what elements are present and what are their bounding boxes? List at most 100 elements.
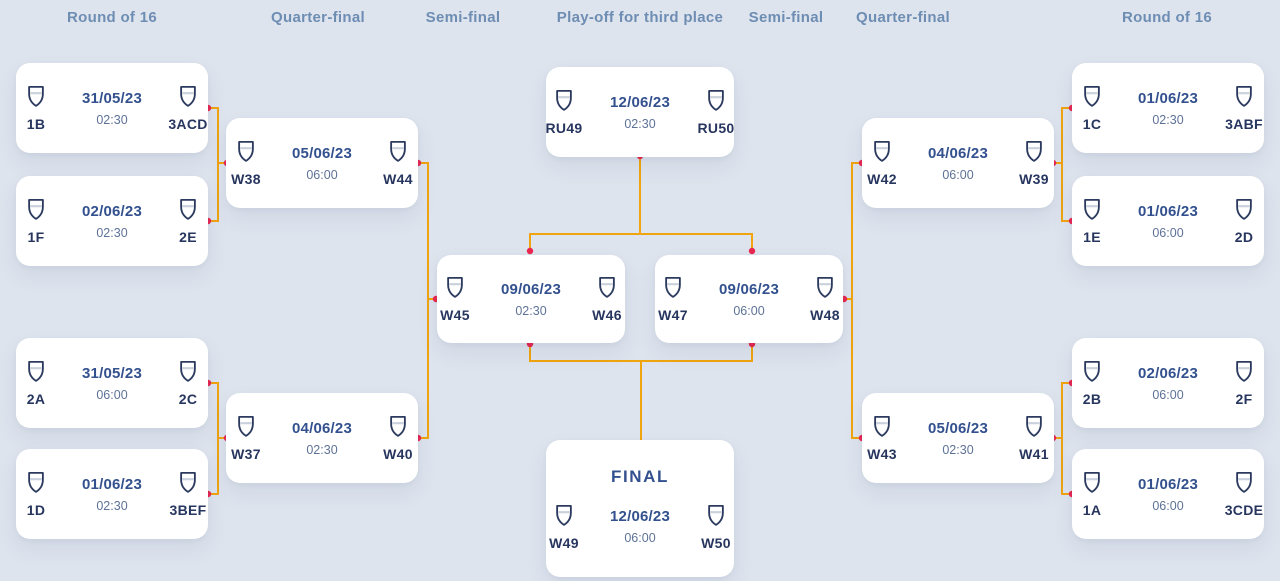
- home-team-label: 2B: [1082, 391, 1102, 407]
- match-time: 06:00: [1152, 225, 1184, 240]
- home-team-shield-icon: [25, 470, 47, 495]
- away-team-label: W40: [383, 446, 413, 462]
- match-time: 06:00: [942, 167, 974, 182]
- home-team-label: 1A: [1082, 502, 1102, 518]
- match-date: 01/06/23: [82, 475, 142, 493]
- away-team-shield-icon: [705, 88, 727, 113]
- match-card-r16-left-3[interactable]: 2A 31/05/23 06:00 2C: [16, 338, 208, 428]
- match-date: 31/05/23: [82, 89, 142, 107]
- stage-header-semi-final-left: Semi-final: [425, 9, 501, 26]
- home-team-shield-icon: [235, 139, 257, 164]
- home-team-shield-icon: [25, 84, 47, 109]
- match-date: 01/06/23: [1138, 89, 1198, 107]
- stage-header-semi-final-right: Semi-final: [748, 9, 824, 26]
- away-team-shield-icon: [177, 359, 199, 384]
- away-team-shield-icon: [814, 275, 836, 300]
- match-date: 05/06/23: [928, 419, 988, 437]
- match-card-r16-right-4[interactable]: 1A 01/06/23 06:00 3CDE: [1072, 449, 1264, 539]
- match-time: 02:30: [96, 225, 128, 240]
- home-team-shield-icon: [235, 414, 257, 439]
- home-team-label: 2A: [26, 391, 46, 407]
- match-date: 04/06/23: [928, 144, 988, 162]
- match-card-third-place[interactable]: RU49 12/06/23 02:30 RU50: [546, 67, 734, 157]
- away-team-shield-icon: [705, 503, 727, 528]
- match-date: 31/05/23: [82, 364, 142, 382]
- match-time: 02:30: [942, 442, 974, 457]
- match-card-r16-right-3[interactable]: 2B 02/06/23 06:00 2F: [1072, 338, 1264, 428]
- away-team-shield-icon: [177, 84, 199, 109]
- away-team-label: 3ACD: [168, 116, 208, 132]
- home-team-label: 1D: [26, 502, 46, 518]
- stage-header-round-of-16-left: Round of 16: [67, 9, 157, 26]
- away-team-label: 3BEF: [169, 502, 207, 518]
- away-team-label: 2D: [1234, 229, 1254, 245]
- home-team-label: W47: [658, 307, 688, 323]
- away-team-label: 2C: [178, 391, 198, 407]
- home-team-shield-icon: [1081, 197, 1103, 222]
- home-team-shield-icon: [444, 275, 466, 300]
- away-team-shield-icon: [387, 414, 409, 439]
- away-team-label: W44: [383, 171, 413, 187]
- stage-header-quarter-final-left: Quarter-final: [271, 9, 365, 26]
- home-team-label: W43: [867, 446, 897, 462]
- match-card-r16-right-2[interactable]: 1E 01/06/23 06:00 2D: [1072, 176, 1264, 266]
- match-date: 02/06/23: [1138, 364, 1198, 382]
- match-card-qf-right-1[interactable]: W42 04/06/23 06:00 W39: [862, 118, 1054, 208]
- match-time: 06:00: [306, 167, 338, 182]
- match-time: 02:30: [96, 498, 128, 513]
- match-card-final[interactable]: FINAL W49 12/06/23 06:00: [546, 440, 734, 577]
- home-team-label: 1B: [26, 116, 46, 132]
- home-team-label: W45: [440, 307, 470, 323]
- match-card-r16-right-1[interactable]: 1C 01/06/23 02:30 3ABF: [1072, 63, 1264, 153]
- match-time: 02:30: [306, 442, 338, 457]
- home-team-shield-icon: [1081, 470, 1103, 495]
- match-time: 02:30: [515, 303, 547, 318]
- away-team-shield-icon: [177, 197, 199, 222]
- match-time: 02:30: [624, 116, 656, 131]
- away-team-shield-icon: [1023, 139, 1045, 164]
- stage-header-quarter-final-right: Quarter-final: [856, 9, 950, 26]
- home-team-shield-icon: [662, 275, 684, 300]
- match-date: 09/06/23: [501, 280, 561, 298]
- away-team-label: 2F: [1235, 391, 1253, 407]
- away-team-shield-icon: [596, 275, 618, 300]
- match-card-r16-left-4[interactable]: 1D 01/06/23 02:30 3BEF: [16, 449, 208, 539]
- home-team-shield-icon: [871, 414, 893, 439]
- match-date: 02/06/23: [82, 202, 142, 220]
- away-team-label: 2E: [179, 229, 197, 245]
- away-team-label: W48: [810, 307, 840, 323]
- away-team-label: W46: [592, 307, 622, 323]
- home-team-shield-icon: [25, 359, 47, 384]
- home-team-shield-icon: [553, 88, 575, 113]
- home-team-shield-icon: [553, 503, 575, 528]
- away-team-label: 3ABF: [1225, 116, 1263, 132]
- match-date: 01/06/23: [1138, 202, 1198, 220]
- match-card-r16-left-1[interactable]: 1B 31/05/23 02:30 3ACD: [16, 63, 208, 153]
- match-date: 05/06/23: [292, 144, 352, 162]
- match-date: 12/06/23: [610, 508, 670, 525]
- home-team-label: 1F: [27, 229, 45, 245]
- match-time: 06:00: [733, 303, 765, 318]
- match-card-sf-right[interactable]: W47 09/06/23 06:00 W48: [655, 255, 843, 343]
- away-team-label: W41: [1019, 446, 1049, 462]
- match-card-qf-right-2[interactable]: W43 05/06/23 02:30 W41: [862, 393, 1054, 483]
- match-date: 01/06/23: [1138, 475, 1198, 493]
- match-time: 02:30: [1152, 112, 1184, 127]
- away-team-label: 3CDE: [1224, 502, 1264, 518]
- match-card-sf-left[interactable]: W45 09/06/23 02:30 W46: [437, 255, 625, 343]
- home-team-label: 1C: [1082, 116, 1102, 132]
- home-team-label: W38: [231, 171, 261, 187]
- home-team-shield-icon: [871, 139, 893, 164]
- match-date: 09/06/23: [719, 280, 779, 298]
- match-date: 04/06/23: [292, 419, 352, 437]
- match-time: 02:30: [96, 112, 128, 127]
- match-card-r16-left-2[interactable]: 1F 02/06/23 02:30 2E: [16, 176, 208, 266]
- away-team-label: W39: [1019, 171, 1049, 187]
- match-card-qf-left-1[interactable]: W38 05/06/23 06:00 W44: [226, 118, 418, 208]
- away-team-shield-icon: [1233, 359, 1255, 384]
- match-card-qf-left-2[interactable]: W37 04/06/23 02:30 W40: [226, 393, 418, 483]
- away-team-shield-icon: [1233, 470, 1255, 495]
- match-date: 12/06/23: [610, 93, 670, 111]
- home-team-shield-icon: [1081, 84, 1103, 109]
